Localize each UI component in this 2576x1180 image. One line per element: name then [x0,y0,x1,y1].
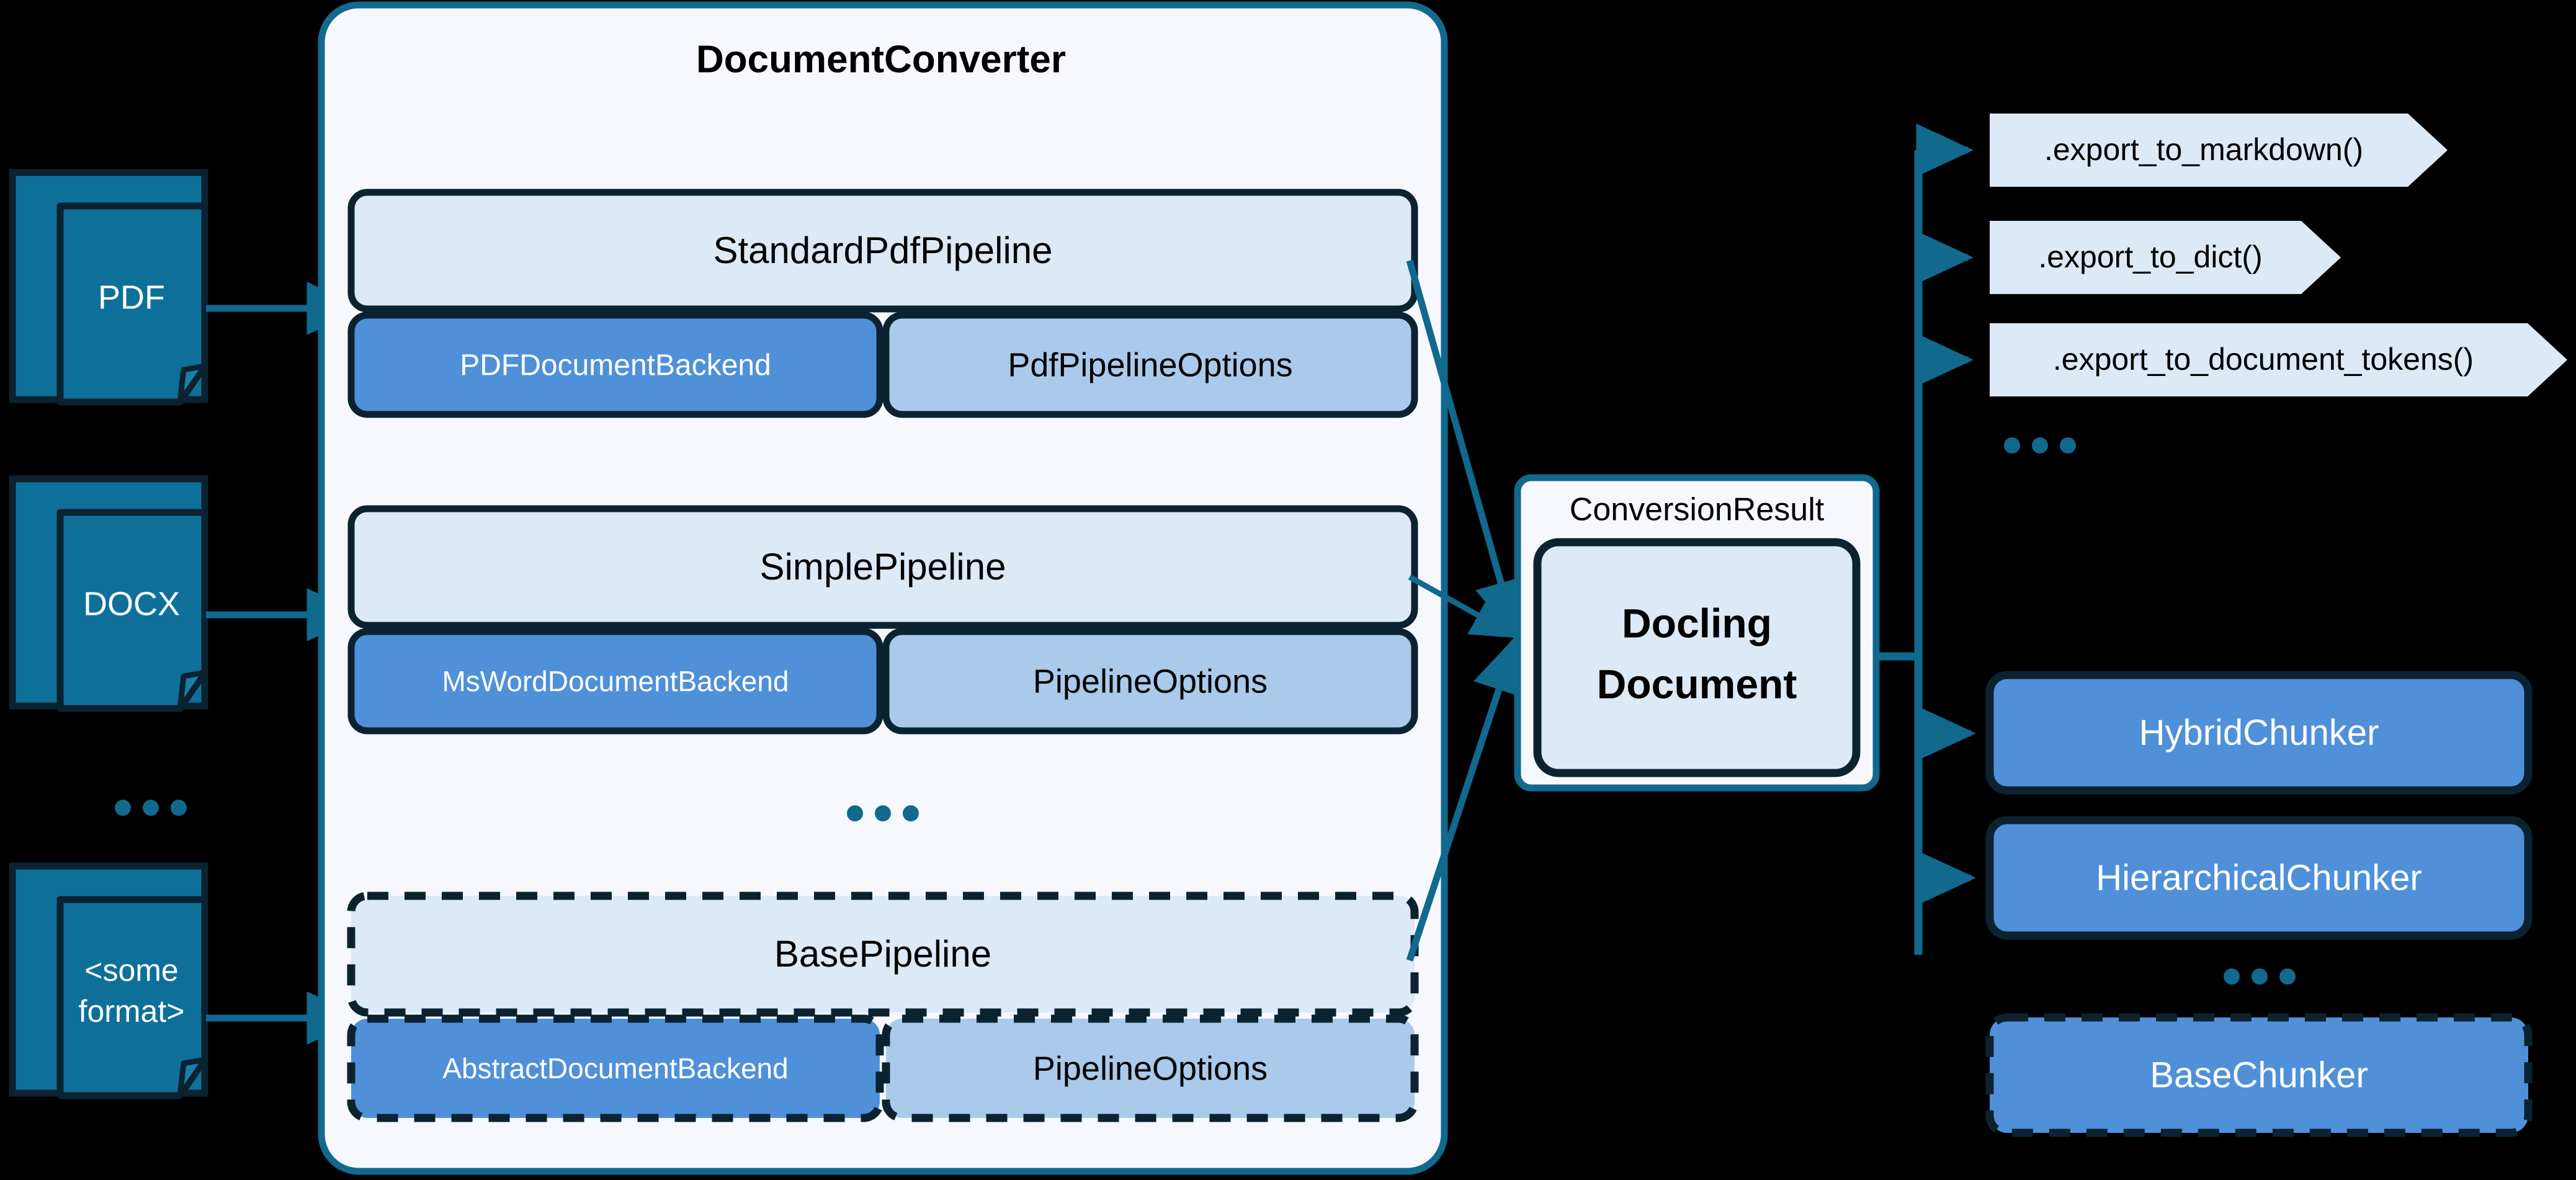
ellipsis-dot [171,800,187,816]
export-method-markdown[interactable]: .export_to_markdown() [1990,114,2448,187]
document-corner-fold-icon [177,669,208,712]
chunker-label: HierarchicalChunker [2096,857,2422,898]
chunker-base[interactable]: BaseChunker [1985,1013,2533,1137]
chunker-label: BaseChunker [2150,1055,2368,1095]
docling-document-label-line1: Docling [1622,600,1772,646]
pipeline-name-label: BasePipeline [774,933,991,975]
pipeline-to-result-arrows [1406,259,1527,962]
input-document-some-format: <some format> [9,862,208,1099]
pipeline-options-label: PipelineOptions [1033,1050,1268,1087]
pipeline-standard-pdf[interactable]: StandardPdfPipeline PDFDocumentBackend P… [347,189,1418,418]
ellipsis-dot [847,805,863,821]
ellipsis-dot [2060,437,2076,454]
input-label-docx: DOCX [83,585,180,622]
converter-ellipsis [847,805,919,821]
ellipsis-dot [2279,968,2296,985]
export-method-label: .export_to_dict() [2038,239,2262,274]
ellipsis-dot [2252,968,2268,985]
export-method-label: .export_to_document_tokens() [2053,342,2474,377]
conversion-result-container[interactable]: ConversionResult Docling Document [1514,474,1880,792]
arrow-standard-pipeline-to-result [1406,259,1527,638]
pipeline-backend-label: PDFDocumentBackend [460,349,771,382]
docling-document-label-line2: Document [1597,661,1797,707]
ellipsis-dot [115,800,131,816]
ellipsis-dot [903,805,919,821]
pipeline-options-label: PipelineOptions [1033,663,1268,700]
pipeline-name-label: StandardPdfPipeline [713,230,1052,271]
pipeline-backend-label: MsWordDocumentBackend [442,665,789,697]
pipeline-header-box[interactable] [347,505,1418,629]
pipeline-options-box[interactable] [882,628,1418,735]
pipeline-header-box[interactable] [347,189,1418,313]
pipeline-name-label: SimplePipeline [760,546,1006,588]
document-corner-fold-icon [177,363,208,405]
input-document-docx: DOCX [9,475,208,712]
pipeline-options-box[interactable] [882,1014,1419,1122]
chunker-hierarchical[interactable]: HierarchicalChunker [1985,816,2533,940]
ellipsis-dot [875,805,891,821]
pipeline-backend-box[interactable] [347,628,883,735]
ellipsis-dot [2224,968,2240,985]
arrow-base-pipeline-to-result [1406,635,1524,962]
chunker-label: HybridChunker [2139,712,2379,753]
export-chevron-shape[interactable] [1990,221,2341,294]
document-corner-fold-icon [177,1057,208,1099]
arrow-simple-pipeline-to-result [1408,574,1519,638]
pipeline-backend-box[interactable] [347,311,883,418]
ellipsis-dot [2032,437,2048,454]
chunker-box[interactable] [1985,1013,2533,1137]
pipeline-simple[interactable]: SimplePipeline MsWordDocumentBackend Pip… [347,505,1418,735]
export-method-dict[interactable]: .export_to_dict() [1990,221,2341,294]
input-label-some-format-line2: format> [79,994,185,1029]
chunkers-ellipsis [2224,968,2296,985]
pipeline-backend-box[interactable] [347,1014,884,1122]
input-label-some-format-line1: <some [84,953,178,988]
page-title: DocumentConverter [696,38,1066,81]
exports-ellipsis [2004,437,2076,454]
pipeline-options-box[interactable] [882,311,1418,418]
export-chevron-shape[interactable] [1990,323,2567,396]
ellipsis-dot [143,800,159,816]
export-chevron-shape[interactable] [1990,114,2448,187]
result-output-branches [1876,123,1976,955]
pipeline-base[interactable]: BasePipeline AbstractDocumentBackend Pip… [347,892,1419,1122]
chunker-box[interactable] [1985,816,2533,940]
input-label-pdf: PDF [98,279,165,316]
conversion-result-label: ConversionResult [1570,492,1825,528]
export-method-label: .export_to_markdown() [2044,132,2363,167]
export-method-document-tokens[interactable]: .export_to_document_tokens() [1990,323,2567,396]
pipeline-backend-label: AbstractDocumentBackend [442,1052,788,1084]
ellipsis-dot [2004,437,2020,454]
docling-document-box[interactable] [1533,538,1861,777]
input-ellipsis [115,800,187,816]
chunker-box[interactable] [1985,671,2533,795]
chunker-hybrid[interactable]: HybridChunker [1985,671,2533,795]
input-document-pdf: PDF [9,169,208,406]
pipeline-options-label: PdfPipelineOptions [1008,346,1292,383]
